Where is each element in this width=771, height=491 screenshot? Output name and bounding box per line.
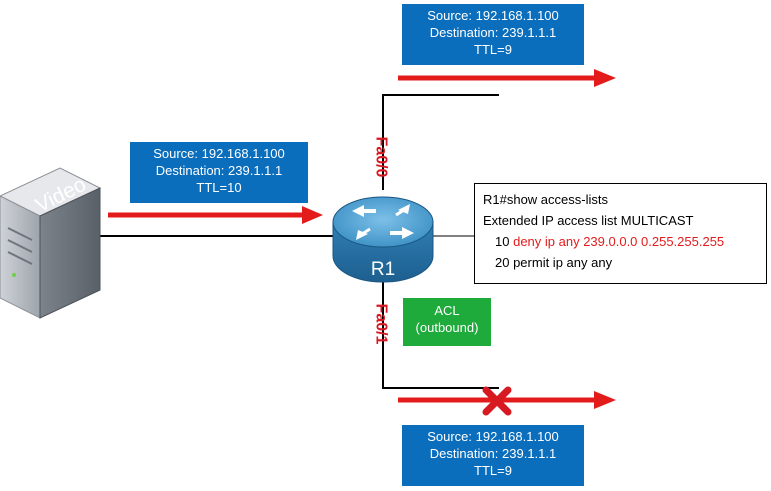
packet-source: Source: 192.168.1.100 <box>153 146 285 161</box>
interface-fa0-1-label: Fa0/1 <box>372 303 390 345</box>
router-icon: R1 <box>332 196 434 283</box>
packet-info-incoming: Source: 192.168.1.100 Destination: 239.1… <box>130 142 308 203</box>
router-label: R1 <box>371 259 395 280</box>
acl-label: ACL <box>434 303 460 318</box>
packet-info-top-out: Source: 192.168.1.100 Destination: 239.1… <box>402 4 584 65</box>
cli-rule-deny-text: deny ip any 239.0.0.0 0.255.255.255 <box>513 234 725 249</box>
video-server-icon: Video <box>0 167 102 319</box>
link-fa0-1 <box>382 280 499 389</box>
cli-prompt: R1#show access-lists <box>483 192 608 207</box>
link-fa0-0 <box>382 94 499 190</box>
packet-destination: Destination: 239.1.1.1 <box>155 163 283 178</box>
cli-acl-header: Extended IP access list MULTICAST <box>483 213 694 228</box>
packet-ttl: TTL=10 <box>196 180 242 195</box>
cli-output-panel: R1#show access-lists Extended IP access … <box>474 183 767 284</box>
packet-source: Source: 192.168.1.100 <box>427 429 559 444</box>
packet-destination: Destination: 239.1.1.1 <box>429 25 557 40</box>
cli-rule-deny: 10 deny ip any 239.0.0.0 0.255.255.255 <box>483 231 766 252</box>
packet-source: Source: 192.168.1.100 <box>427 8 559 23</box>
cli-rule-permit: 20 permit ip any any <box>495 255 613 270</box>
cli-rule-deny-seq: 10 <box>495 234 510 249</box>
acl-direction: (outbound) <box>415 320 479 335</box>
acl-outbound-badge: ACL (outbound) <box>403 298 491 346</box>
packet-ttl: TTL=9 <box>474 463 512 478</box>
packet-ttl: TTL=9 <box>474 42 512 57</box>
packet-info-bottom-out: Source: 192.168.1.100 Destination: 239.1… <box>402 425 584 486</box>
blocked-x-icon <box>482 386 512 416</box>
packet-destination: Destination: 239.1.1.1 <box>429 446 557 461</box>
arrow-incoming <box>108 206 323 224</box>
arrow-top-out <box>398 69 616 87</box>
interface-fa0-0-label: Fa0/0 <box>372 136 390 178</box>
